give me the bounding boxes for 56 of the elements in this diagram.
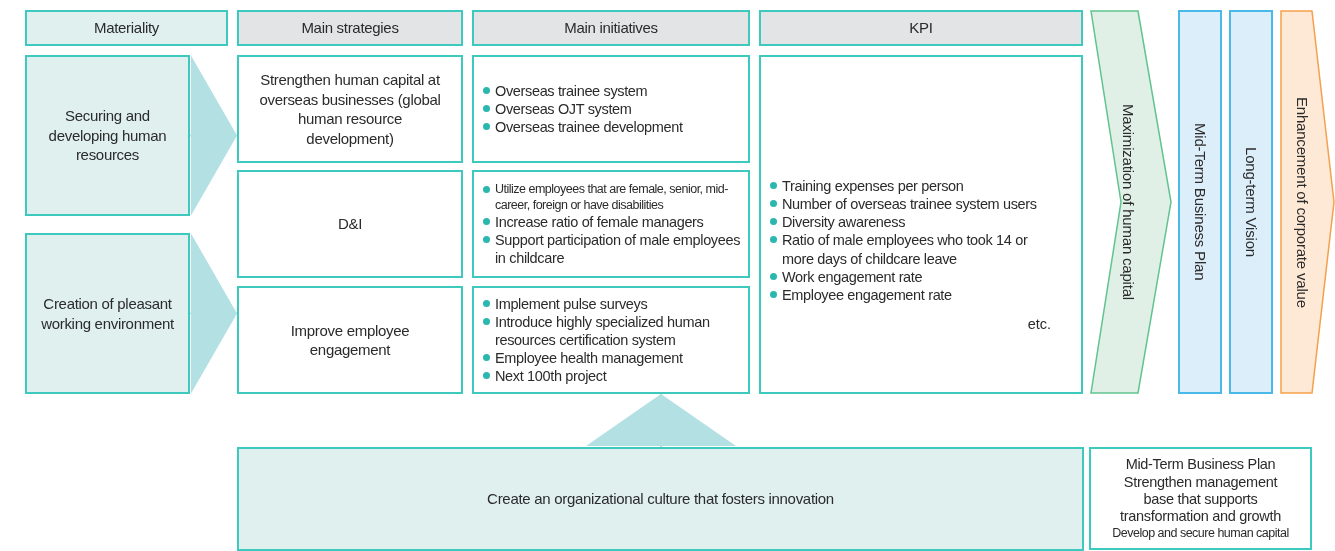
bullet-item: Increase ratio of female managers — [482, 213, 742, 232]
column-header — [237, 10, 463, 46]
box-label: Main initiatives — [564, 18, 658, 38]
box-label: Strengthen management base that supports transformation and growth — [1119, 473, 1282, 526]
note-text: etc. — [1027, 315, 1051, 332]
bullet-item: Overseas trainee system — [482, 81, 742, 100]
box-label: KPI — [909, 18, 933, 38]
bullet-item: Ratio of male employees who took 14 or more days of childcare leave — [769, 231, 1053, 268]
bullet-item: Overseas trainee development — [482, 118, 742, 137]
box-label: Enhancement of corporate value — [1294, 96, 1311, 308]
box-label: Creation of pleasant working environment — [40, 294, 175, 333]
bullet-item: Training expenses per person — [769, 177, 1053, 196]
box-label: Maximization of human capital — [1119, 104, 1137, 300]
box-label: Create an organizational culture that fosters innovation — [487, 489, 834, 509]
strategy-box — [237, 170, 463, 278]
bullet-item: Employee engagement rate — [769, 285, 1053, 304]
culture-box — [237, 447, 1084, 551]
box-label: Develop and secure human capital — [1112, 525, 1289, 541]
vertical-band — [1229, 10, 1273, 394]
materiality-box — [25, 55, 190, 216]
bullet-item: Overseas OJT system — [482, 99, 742, 119]
chevron-arrow — [189, 233, 238, 394]
box-label: Materiality — [93, 18, 160, 38]
box-label: Long-term Vision — [1242, 147, 1260, 257]
bullet-item: Employee health management — [482, 349, 742, 368]
materiality-box — [25, 233, 190, 394]
chevron-band — [1280, 10, 1335, 394]
bullet-item: Number of overseas trainee system users — [769, 195, 1053, 214]
initiative-box — [472, 286, 750, 394]
column-header — [759, 10, 1083, 46]
strategy-box — [237, 286, 463, 394]
box-heading: Mid-Term Business Plan — [1125, 456, 1276, 474]
chevron-arrow — [189, 55, 238, 216]
box-label: Main strategies — [301, 18, 399, 38]
box-label: Strengthen human capital at overseas businesses (global human resource development) — [258, 70, 442, 148]
bullet-item: Work engagement rate — [769, 267, 1053, 286]
kpi-box — [759, 55, 1083, 394]
box-label: Mid-Term Business Plan — [1191, 123, 1209, 281]
bullet-item: Next 100th project — [482, 367, 742, 386]
plan-box — [1089, 447, 1312, 550]
bullet-item: Utilize employees that are female, senior, mid-career, foreign or have disabilities — [482, 180, 742, 214]
chevron-arrow — [586, 393, 736, 448]
initiative-box — [472, 170, 750, 278]
initiative-box — [472, 55, 750, 163]
column-header — [25, 10, 228, 46]
vertical-band — [1178, 10, 1222, 394]
bullet-item: Diversity awareness — [769, 213, 1053, 232]
column-header — [472, 10, 750, 46]
box-label: Improve employee engagement — [289, 320, 411, 360]
bullet-item: Implement pulse surveys — [482, 294, 742, 313]
chevron-band — [1090, 10, 1172, 394]
box-label: Securing and developing human resources — [47, 106, 168, 165]
box-label: D&I — [337, 214, 363, 234]
bullet-item: Support participation of male employees in childcare — [482, 231, 742, 268]
strategy-box — [237, 55, 463, 163]
bullet-item: Introduce highly specialized human resources certification system — [482, 312, 742, 350]
